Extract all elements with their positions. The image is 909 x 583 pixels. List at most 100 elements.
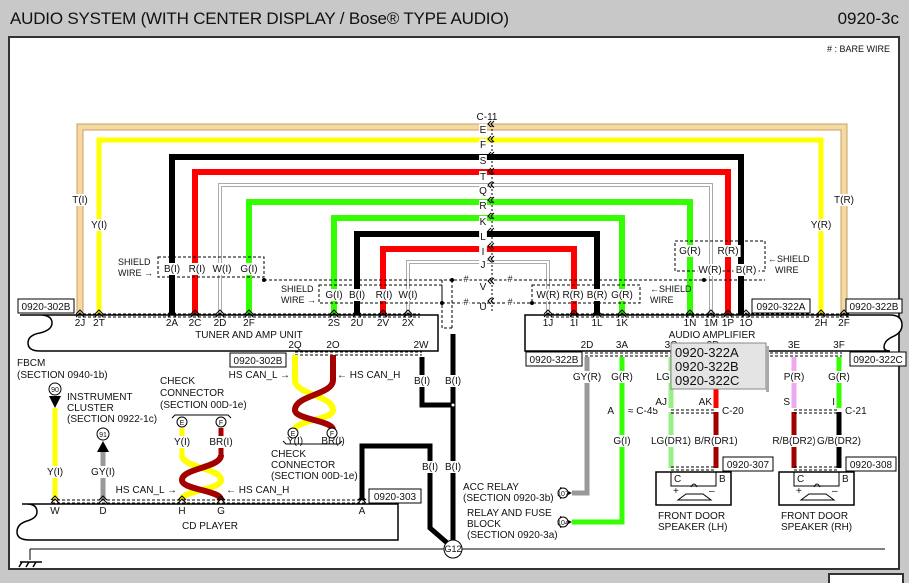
c11-pin-mark-L: [487, 227, 495, 235]
c11-pin-mark-Q: [487, 181, 495, 189]
cd-pin-W: W: [50, 506, 60, 517]
shield-right-lower-label-bg: [560, 289, 586, 301]
connector-tooltip-bg: [670, 342, 767, 390]
c11-pin-F-bg: [479, 139, 487, 151]
shield-right-upper-label: R(R): [717, 246, 738, 257]
c11-pin-S: S: [480, 156, 487, 167]
bare-wire-mark-bg: [506, 297, 514, 308]
ground-wire-label-bg: [440, 375, 466, 387]
relay-fuse-pin: A: [607, 406, 614, 417]
tuner-bottom-pin-2W: 2W: [414, 340, 430, 351]
tuner-name: TUNER AND AMP UNIT: [195, 330, 303, 341]
tuner-pin-2U: 2U: [351, 318, 364, 329]
ground-symbol-icon: [18, 561, 42, 568]
speaker-lh-minus: –: [709, 486, 715, 497]
tuner-pin-2F: 2F: [243, 318, 255, 329]
cd-pin-mark-W: [50, 495, 60, 504]
c11-pin-J: J: [481, 260, 486, 271]
amp-connector-bottom-right: 0920-322C: [853, 355, 902, 366]
c11-pin-mark-F: [487, 135, 495, 143]
c11-pin-mark-V: [487, 277, 495, 285]
can-lower-bracket: [171, 414, 232, 419]
shield-wire-label: SHIELD: [118, 257, 151, 267]
tuner-pin-2D: 2D: [214, 318, 227, 329]
speaker-lh-wire-top-left: LG: [656, 372, 670, 383]
shield-left-lower-label-bg: [395, 289, 421, 301]
amp-bottom-pin-3A: 3A: [616, 340, 629, 351]
shield-right-upper-label-bg: [733, 264, 759, 276]
can-upper-term-f-circle: [326, 427, 338, 439]
bare-wire-mark: #: [507, 274, 512, 284]
c11-pin-V-bg: [479, 281, 487, 293]
shield-right-upper-label-bg: [715, 245, 741, 257]
amp-pin-mark-1J: [543, 309, 553, 318]
speaker-lh-coil-icon: [690, 483, 698, 488]
amp-pin-1M: 1M: [704, 318, 718, 329]
amp-bottom-pin-2D: 2D: [581, 340, 594, 351]
splice-dot: [440, 301, 444, 305]
speaker-rh-wire-right-label-bg: [814, 435, 864, 447]
relay-fuse-wire-bottom-bg: [609, 435, 635, 447]
speaker-lh-terminal-line: [670, 472, 717, 487]
splice-dot: [530, 301, 534, 305]
amplifier-name: AUDIO AMPLIFIER: [669, 330, 756, 341]
tuner-pin-mark-2F: [244, 309, 254, 318]
shield-box-right-lower: [531, 284, 641, 304]
acc-relay-label: ACC RELAY: [463, 482, 519, 493]
acc-relay-wire-label: GY(R): [573, 372, 601, 383]
amp-pin-1O: 1O: [739, 318, 753, 329]
acc-relay-ref: 107: [557, 491, 569, 498]
relay-fuse-pin-bg: [606, 405, 614, 417]
instrument-cluster-label: INSTRUMENT: [67, 392, 133, 403]
shield-left-lower-label: G(I): [325, 290, 342, 301]
shield-wire-label: SHIELD: [281, 284, 314, 294]
can-upper-bracket: [282, 440, 343, 445]
can-lower-left-wire-bg: [169, 436, 195, 448]
speaker-rh-coil-icon: [813, 483, 821, 488]
amp-pin-mark-1O: [741, 309, 751, 318]
shield-right-upper-label: G(R): [679, 246, 701, 257]
tuner-pin-2C: 2C: [189, 318, 202, 329]
speaker-rh-wire-left-label: R/B(DR2): [772, 436, 815, 447]
can-upper-check-connector: CONNECTOR: [271, 460, 335, 471]
bare-wire-mark: #: [507, 297, 512, 307]
relay-fuse-wire-top: G(R): [611, 372, 633, 383]
speaker-lh-wire-right-label-bg: [691, 435, 741, 447]
ground-g12: G12: [444, 544, 461, 554]
c11-pin-R: R: [479, 201, 486, 212]
tuner-pin-2X: 2X: [402, 318, 415, 329]
ground-wire-label: B(I): [445, 376, 461, 387]
shield-left-upper-label: W(I): [213, 264, 232, 275]
can-upper-hs-can-l: HS CAN_L →: [229, 370, 290, 381]
speaker-lh-speaker-icon: [676, 493, 713, 501]
speaker-rh-term-right: B: [842, 474, 849, 485]
amp-connector-bottom-left-box: [525, 351, 583, 367]
speaker-rh-inline-connector-bg: [844, 405, 870, 417]
wire-2J-2F: [77, 124, 847, 320]
amp-bottom-pin-3E: 3E: [788, 340, 801, 351]
shield-right-lower-label: W(R): [536, 290, 559, 301]
can-lower-hs-can-l: HS CAN_L →: [116, 485, 177, 496]
c11-pin-K: K: [480, 217, 487, 228]
can-lower-right-wire-bg: [205, 436, 237, 448]
cd-player-body: [16, 503, 399, 541]
fbcm-label: (SECTION 0940-1b): [17, 370, 108, 381]
amp-pin-1P: 1P: [722, 318, 735, 329]
c11-pin-mark-J: [487, 255, 495, 263]
wire-2S-1K: [331, 215, 625, 320]
speaker-rh-pin-right-bg: [827, 396, 835, 408]
shield-right-upper-label: B(R): [736, 265, 757, 276]
c11-pin-V: V: [480, 282, 487, 293]
instrument-cluster-label: CLUSTER: [67, 403, 114, 414]
c11-pin-U-bg: [479, 301, 487, 313]
fbcm-label: FBCM: [17, 358, 45, 369]
tuner-pin-mark-2J: [75, 309, 85, 318]
instrument-cluster-label: (SECTION 0922-1c): [67, 414, 157, 425]
wire-label-y-i-bg: [86, 219, 112, 231]
relay-fuse-connector: ≈ C-45: [628, 406, 658, 417]
amp-pin-mark-2H: [816, 309, 826, 318]
page-tab[interactable]: [828, 573, 904, 583]
speaker-rh-wire-left-label-bg: [769, 435, 819, 447]
fbcm-ref-circle: [48, 382, 62, 396]
